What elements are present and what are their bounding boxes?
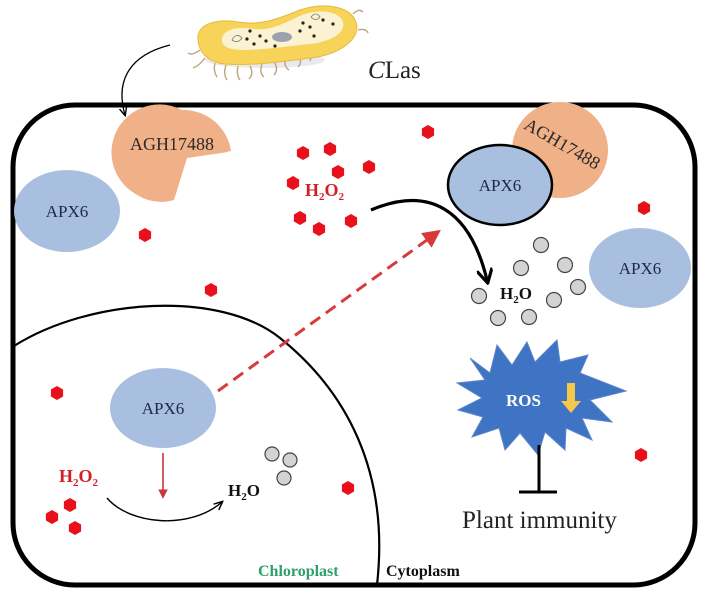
h2o2-hexagon <box>296 146 310 160</box>
conversion-arrow-cytoplasm <box>370 199 487 280</box>
h2o2-hexagon <box>637 201 651 215</box>
conversion-arrow-chloroplast <box>106 497 222 522</box>
apx6-cytoplasm-right <box>589 228 691 308</box>
chloroplast-label: Chloroplast <box>258 563 339 580</box>
apx6-label-left: APX6 <box>46 202 89 221</box>
h2o2-hexagon <box>331 165 345 179</box>
h2o-molecule <box>520 308 538 326</box>
agh17488-free <box>111 104 231 202</box>
apx6-bound <box>446 143 554 227</box>
h2o-molecule <box>532 236 550 254</box>
h2o2-label-cytoplasm: H2O2 <box>305 180 345 203</box>
h2o-label-cytoplasm: H2O <box>500 284 532 306</box>
h2o2-hexagon <box>634 448 648 462</box>
h2o2-hexagon <box>312 222 326 236</box>
h2o2-hexagon <box>323 142 337 156</box>
clas-label: CLas <box>368 57 421 84</box>
chloroplast-membrane <box>13 304 381 586</box>
h2o-molecule <box>489 309 507 327</box>
apx6-cytoplasm-left <box>14 170 120 252</box>
h2o2-label-chloroplast: H2O2 <box>59 466 99 489</box>
h2o-molecule <box>545 291 563 309</box>
apx6-label-chloroplast: APX6 <box>142 399 185 418</box>
translocation-dashed-arrow <box>217 229 441 393</box>
h2o2-hexagon <box>286 176 300 190</box>
plant-immunity-label: Plant immunity <box>462 507 617 534</box>
h2o2-hexagon <box>45 510 59 524</box>
h2o2-hexagon <box>344 214 358 228</box>
agh17488-label-1: AGH17488 <box>130 134 214 154</box>
ros-burst <box>455 338 628 457</box>
h2o-molecule <box>470 287 488 305</box>
h2o-molecule <box>276 470 292 486</box>
h2o2-hexagon <box>50 386 64 400</box>
cytoplasm-label: Cytoplasm <box>386 563 460 580</box>
cell-membrane <box>10 102 698 588</box>
h2o2-hexagon <box>421 125 435 139</box>
h2o-molecules <box>264 236 587 486</box>
apx6-label-bound: APX6 <box>479 176 522 195</box>
h2o-molecule <box>282 452 298 468</box>
h2o2-hexagon <box>138 228 152 242</box>
h2o2-hexagon <box>68 521 82 535</box>
h2o2-hexagon <box>204 283 218 297</box>
h2o2-hexagon <box>63 498 77 512</box>
h2o2-molecules <box>45 125 651 535</box>
h2o2-hexagon <box>341 481 355 495</box>
h2o-molecule <box>512 259 530 277</box>
apx6-label-right: APX6 <box>619 259 662 278</box>
down-arrow-icon <box>561 383 581 413</box>
h2o2-hexagon <box>362 160 376 174</box>
h2o-label-chloroplast: H2O <box>228 481 260 503</box>
bacterium-icon <box>187 5 369 81</box>
h2o2-hexagon <box>293 211 307 225</box>
h2o-molecule <box>556 256 574 274</box>
h2o-molecule <box>569 278 587 296</box>
h2o-molecule <box>264 446 280 462</box>
ros-label: ROS <box>506 391 541 410</box>
apx6-chloroplast <box>110 368 216 448</box>
